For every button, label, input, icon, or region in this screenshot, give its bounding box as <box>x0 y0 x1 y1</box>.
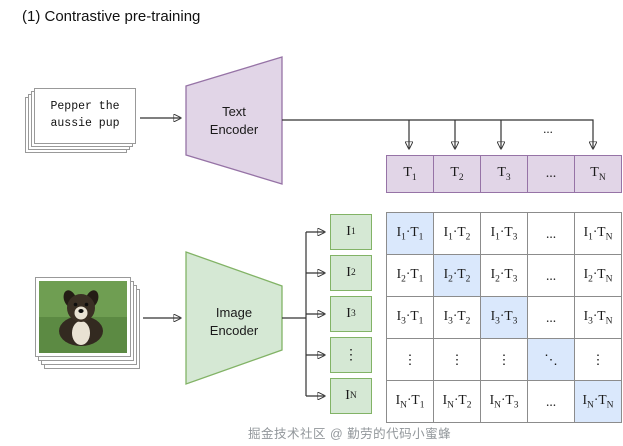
image-encoder-label: Image Encoder <box>209 305 259 338</box>
t-cell: TN <box>574 155 622 193</box>
matrix-cell: I3·T1 <box>386 296 434 339</box>
matrix-cell: ... <box>527 296 575 339</box>
matrix-cell: IN·TN <box>574 380 622 423</box>
image-encoder-shape <box>185 251 283 385</box>
matrix-cell: I1·TN <box>574 212 622 255</box>
matrix-cell: I2·T2 <box>433 254 481 297</box>
matrix-cell: I2·TN <box>574 254 622 297</box>
text-input-card: Pepper the aussie pup <box>34 88 136 144</box>
text-embedding-row: T1 T2 T3 ... TN <box>386 155 622 193</box>
matrix-cell: ⋮ <box>433 338 481 381</box>
text-encoder-shape <box>185 56 283 185</box>
matrix-cell: I2·T3 <box>480 254 528 297</box>
similarity-matrix: I1·T1 I1·T2 I1·T3 ... I1·TN I2·T1 I2·T2 … <box>386 212 622 423</box>
text-encoder-output-arrows <box>282 119 593 148</box>
t-cell: T2 <box>433 155 481 193</box>
text-input-line1: Pepper the <box>50 100 120 114</box>
matrix-cell: IN·T3 <box>480 380 528 423</box>
matrix-cell: IN·T2 <box>433 380 481 423</box>
t-cell: ... <box>527 155 575 193</box>
t-row-ellipsis: ... <box>543 121 553 136</box>
matrix-row: I1·T1 I1·T2 I1·T3 ... I1·TN <box>386 212 622 255</box>
image-encoder-output-arrows <box>282 232 324 396</box>
i-cell: ⋮ <box>330 337 372 373</box>
matrix-cell: ... <box>527 380 575 423</box>
matrix-cell: ⋮ <box>574 338 622 381</box>
matrix-cell: I3·T2 <box>433 296 481 339</box>
matrix-cell: I3·TN <box>574 296 622 339</box>
matrix-row: I2·T1 I2·T2 I2·T3 ... I2·TN <box>386 254 622 297</box>
matrix-cell: I2·T1 <box>386 254 434 297</box>
text-encoder-label: Text Encoder <box>209 104 259 137</box>
t-cell: T1 <box>386 155 434 193</box>
matrix-cell: I1·T2 <box>433 212 481 255</box>
matrix-row: I3·T1 I3·T2 I3·T3 ... I3·TN <box>386 296 622 339</box>
text-input-line2: aussie pup <box>50 117 120 130</box>
matrix-cell: I1·T1 <box>386 212 434 255</box>
watermark-text: 掘金技术社区 @ 勤劳的代码小蜜蜂 <box>248 427 452 441</box>
matrix-row: IN·T1 IN·T2 IN·T3 ... IN·TN <box>386 380 622 423</box>
matrix-row: ⋮ ⋮ ⋮ ⋱ ⋮ <box>386 338 622 381</box>
matrix-cell: I1·T3 <box>480 212 528 255</box>
dog-photo <box>36 278 130 356</box>
matrix-cell: ⋮ <box>480 338 528 381</box>
matrix-cell: ... <box>527 212 575 255</box>
dog-image <box>39 281 127 353</box>
matrix-cell: ⋱ <box>527 338 575 381</box>
diagram-title: (1) Contrastive pre-training <box>22 8 201 25</box>
matrix-cell: ⋮ <box>386 338 434 381</box>
matrix-cell: ... <box>527 254 575 297</box>
matrix-cell: I3·T3 <box>480 296 528 339</box>
t-cell: T3 <box>480 155 528 193</box>
matrix-cell: IN·T1 <box>386 380 434 423</box>
